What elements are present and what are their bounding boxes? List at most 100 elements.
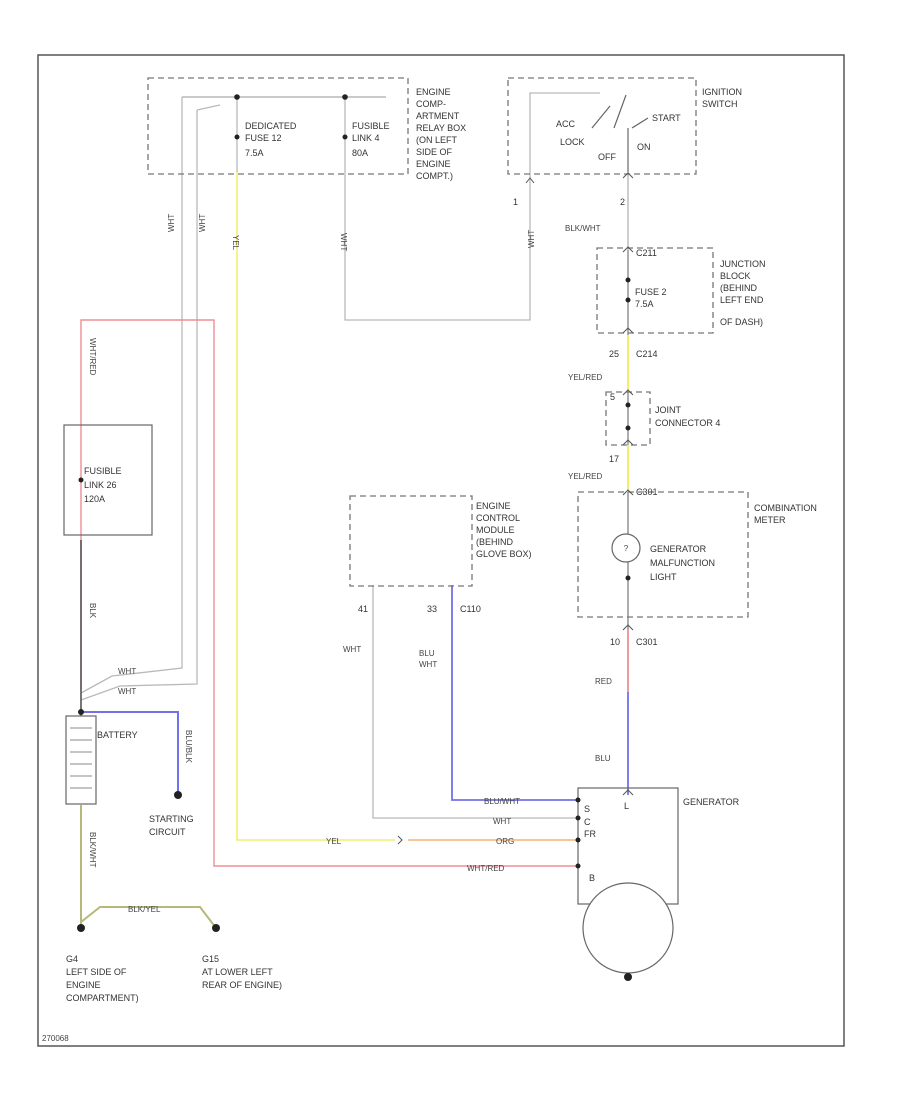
wire-label-wht-gen: WHT <box>493 817 511 826</box>
gen-term-c: C <box>584 817 591 827</box>
g4-label-2: ENGINE <box>66 980 101 990</box>
joint-pin-bottom: 17 <box>609 454 619 464</box>
wire-wht-1 <box>80 97 183 694</box>
malfunction-light-symbol: ? <box>624 544 629 553</box>
link26-label-1: LINK 26 <box>84 480 117 490</box>
wire-label-yel: YEL <box>231 235 240 251</box>
joint-label-0: JOINT <box>655 405 682 415</box>
link26-label-0: FUSIBLE <box>84 466 122 476</box>
wire-label-blu-wht-1: WHT <box>419 660 437 669</box>
meter-pin-bottom: 10 <box>610 637 620 647</box>
wire-label-blu-wht-horizontal: BLU/WHT <box>484 797 520 806</box>
generator-motor <box>582 882 674 974</box>
link4-label-1: LINK 4 <box>352 133 380 143</box>
wire-wht-red <box>80 319 578 867</box>
diagram-frame <box>37 54 845 1047</box>
wire-blu-wht <box>451 585 578 801</box>
link26-label-2: 120A <box>84 494 105 504</box>
junction-label-2: (BEHIND <box>720 283 758 293</box>
relay-box-label-1: COMP- <box>416 99 446 109</box>
junction-conn-top: C211 <box>636 248 657 258</box>
light-label-0: GENERATOR <box>650 544 707 554</box>
wire-label-blk-wht-ground: BLK/WHT <box>88 832 97 868</box>
ecm-pin-b: 33 <box>427 604 437 614</box>
ign-pos-off: OFF <box>598 152 616 162</box>
malfunction-light-icon <box>611 533 641 563</box>
fusible-link-26-box <box>63 424 153 536</box>
wire-wht-ecm <box>372 585 578 819</box>
relay-box-label-5: SIDE OF <box>416 147 453 157</box>
g15-label-1: AT LOWER LEFT <box>202 967 273 977</box>
wire-label-yel-red-2: YEL/RED <box>568 472 602 481</box>
wire-label-wht-red-gen: WHT/RED <box>467 864 505 873</box>
relay-box-label-2: ARTMENT <box>416 111 460 121</box>
wire-label-wht-6: WHT <box>118 687 136 696</box>
ign-pin-1: 1 <box>513 197 518 207</box>
ecm-label-0: ENGINE <box>476 501 511 511</box>
wire-label-wht-3: WHT <box>339 233 348 251</box>
wire-label-wht-4: WHT <box>527 230 536 248</box>
wire-label-wht-1: WHT <box>167 214 176 232</box>
connector-chevrons <box>397 172 634 845</box>
g4-label-1: LEFT SIDE OF <box>66 967 127 977</box>
wire-label-wht-ecm: WHT <box>343 645 361 654</box>
light-label-1: MALFUNCTION <box>650 558 715 568</box>
ecm-conn: C110 <box>460 604 481 614</box>
link4-label-2: 80A <box>352 148 368 158</box>
relay-box-label-7: COMPT.) <box>416 171 453 181</box>
wire-label-org: ORG <box>496 837 514 846</box>
wire-label-wht-5: WHT <box>118 667 136 676</box>
generator-label: GENERATOR <box>683 797 740 807</box>
fuse12-label-1: FUSE 12 <box>245 133 282 143</box>
relay-box-label-3: RELAY BOX <box>416 123 466 133</box>
meter-label-1: METER <box>754 515 786 525</box>
g15-label-0: G15 <box>202 954 219 964</box>
wire-label-blu: BLU <box>595 754 611 763</box>
fuse12-label-0: DEDICATED <box>245 121 297 131</box>
wire-label-red: RED <box>595 677 612 686</box>
wire-label-blk-wht: BLK/WHT <box>565 224 601 233</box>
meter-conn-top: C301 <box>636 487 658 497</box>
wire-label-blk-yel: BLK/YEL <box>128 905 161 914</box>
combination-meter-box <box>577 491 749 618</box>
wire-label-yel-gen: YEL <box>326 837 342 846</box>
wire-wht-2 <box>80 110 198 701</box>
wire-wht-loop <box>344 172 531 321</box>
wire-label-blk: BLK <box>88 603 97 619</box>
ignition-switch-box <box>507 77 697 175</box>
ign-pos-on: ON <box>637 142 651 152</box>
battery-label: BATTERY <box>97 730 138 740</box>
light-label-2: LIGHT <box>650 572 677 582</box>
figure-id: 270068 <box>42 1034 69 1043</box>
ign-switch-acc <box>591 105 611 129</box>
ecm-label-1: CONTROL <box>476 513 520 523</box>
fuse12-label-2: 7.5A <box>245 148 264 158</box>
link4-label-0: FUSIBLE <box>352 121 390 131</box>
starting-label-0: STARTING <box>149 814 194 824</box>
wire-blk-yel <box>80 906 217 929</box>
ign-pos-lock: LOCK <box>560 137 585 147</box>
g4-label-3: COMPARTMENT) <box>66 993 139 1003</box>
ignition-label-0: IGNITION <box>702 87 742 97</box>
fuse2-label-0: FUSE 2 <box>635 287 667 297</box>
relay-switch-arm <box>196 104 221 111</box>
ign-switch-start <box>631 117 649 129</box>
gen-term-b: B <box>589 873 595 883</box>
wire-label-blu-blk: BLU/BLK <box>184 730 193 764</box>
wire-label-blu-wht-0: BLU <box>419 649 435 658</box>
ecm-label-4: GLOVE BOX) <box>476 549 532 559</box>
meter-conn-bottom: C301 <box>636 637 658 647</box>
relay-box-label-4: (ON LEFT <box>416 135 458 145</box>
relay-box-label-0: ENGINE <box>416 87 451 97</box>
joint-pin-top: 5 <box>610 392 615 402</box>
ecm-label-3: (BEHIND <box>476 537 514 547</box>
ign-switch-lock <box>613 94 627 129</box>
battery-symbol <box>65 715 97 805</box>
wire-label-wht-2: WHT <box>198 214 207 232</box>
wire-blu-blk <box>81 711 179 795</box>
starting-label-1: CIRCUIT <box>149 827 186 837</box>
junction-label-3: LEFT END <box>720 295 764 305</box>
g4-label-0: G4 <box>66 954 78 964</box>
wire-label-wht-red-vertical: WHT/RED <box>88 338 97 376</box>
